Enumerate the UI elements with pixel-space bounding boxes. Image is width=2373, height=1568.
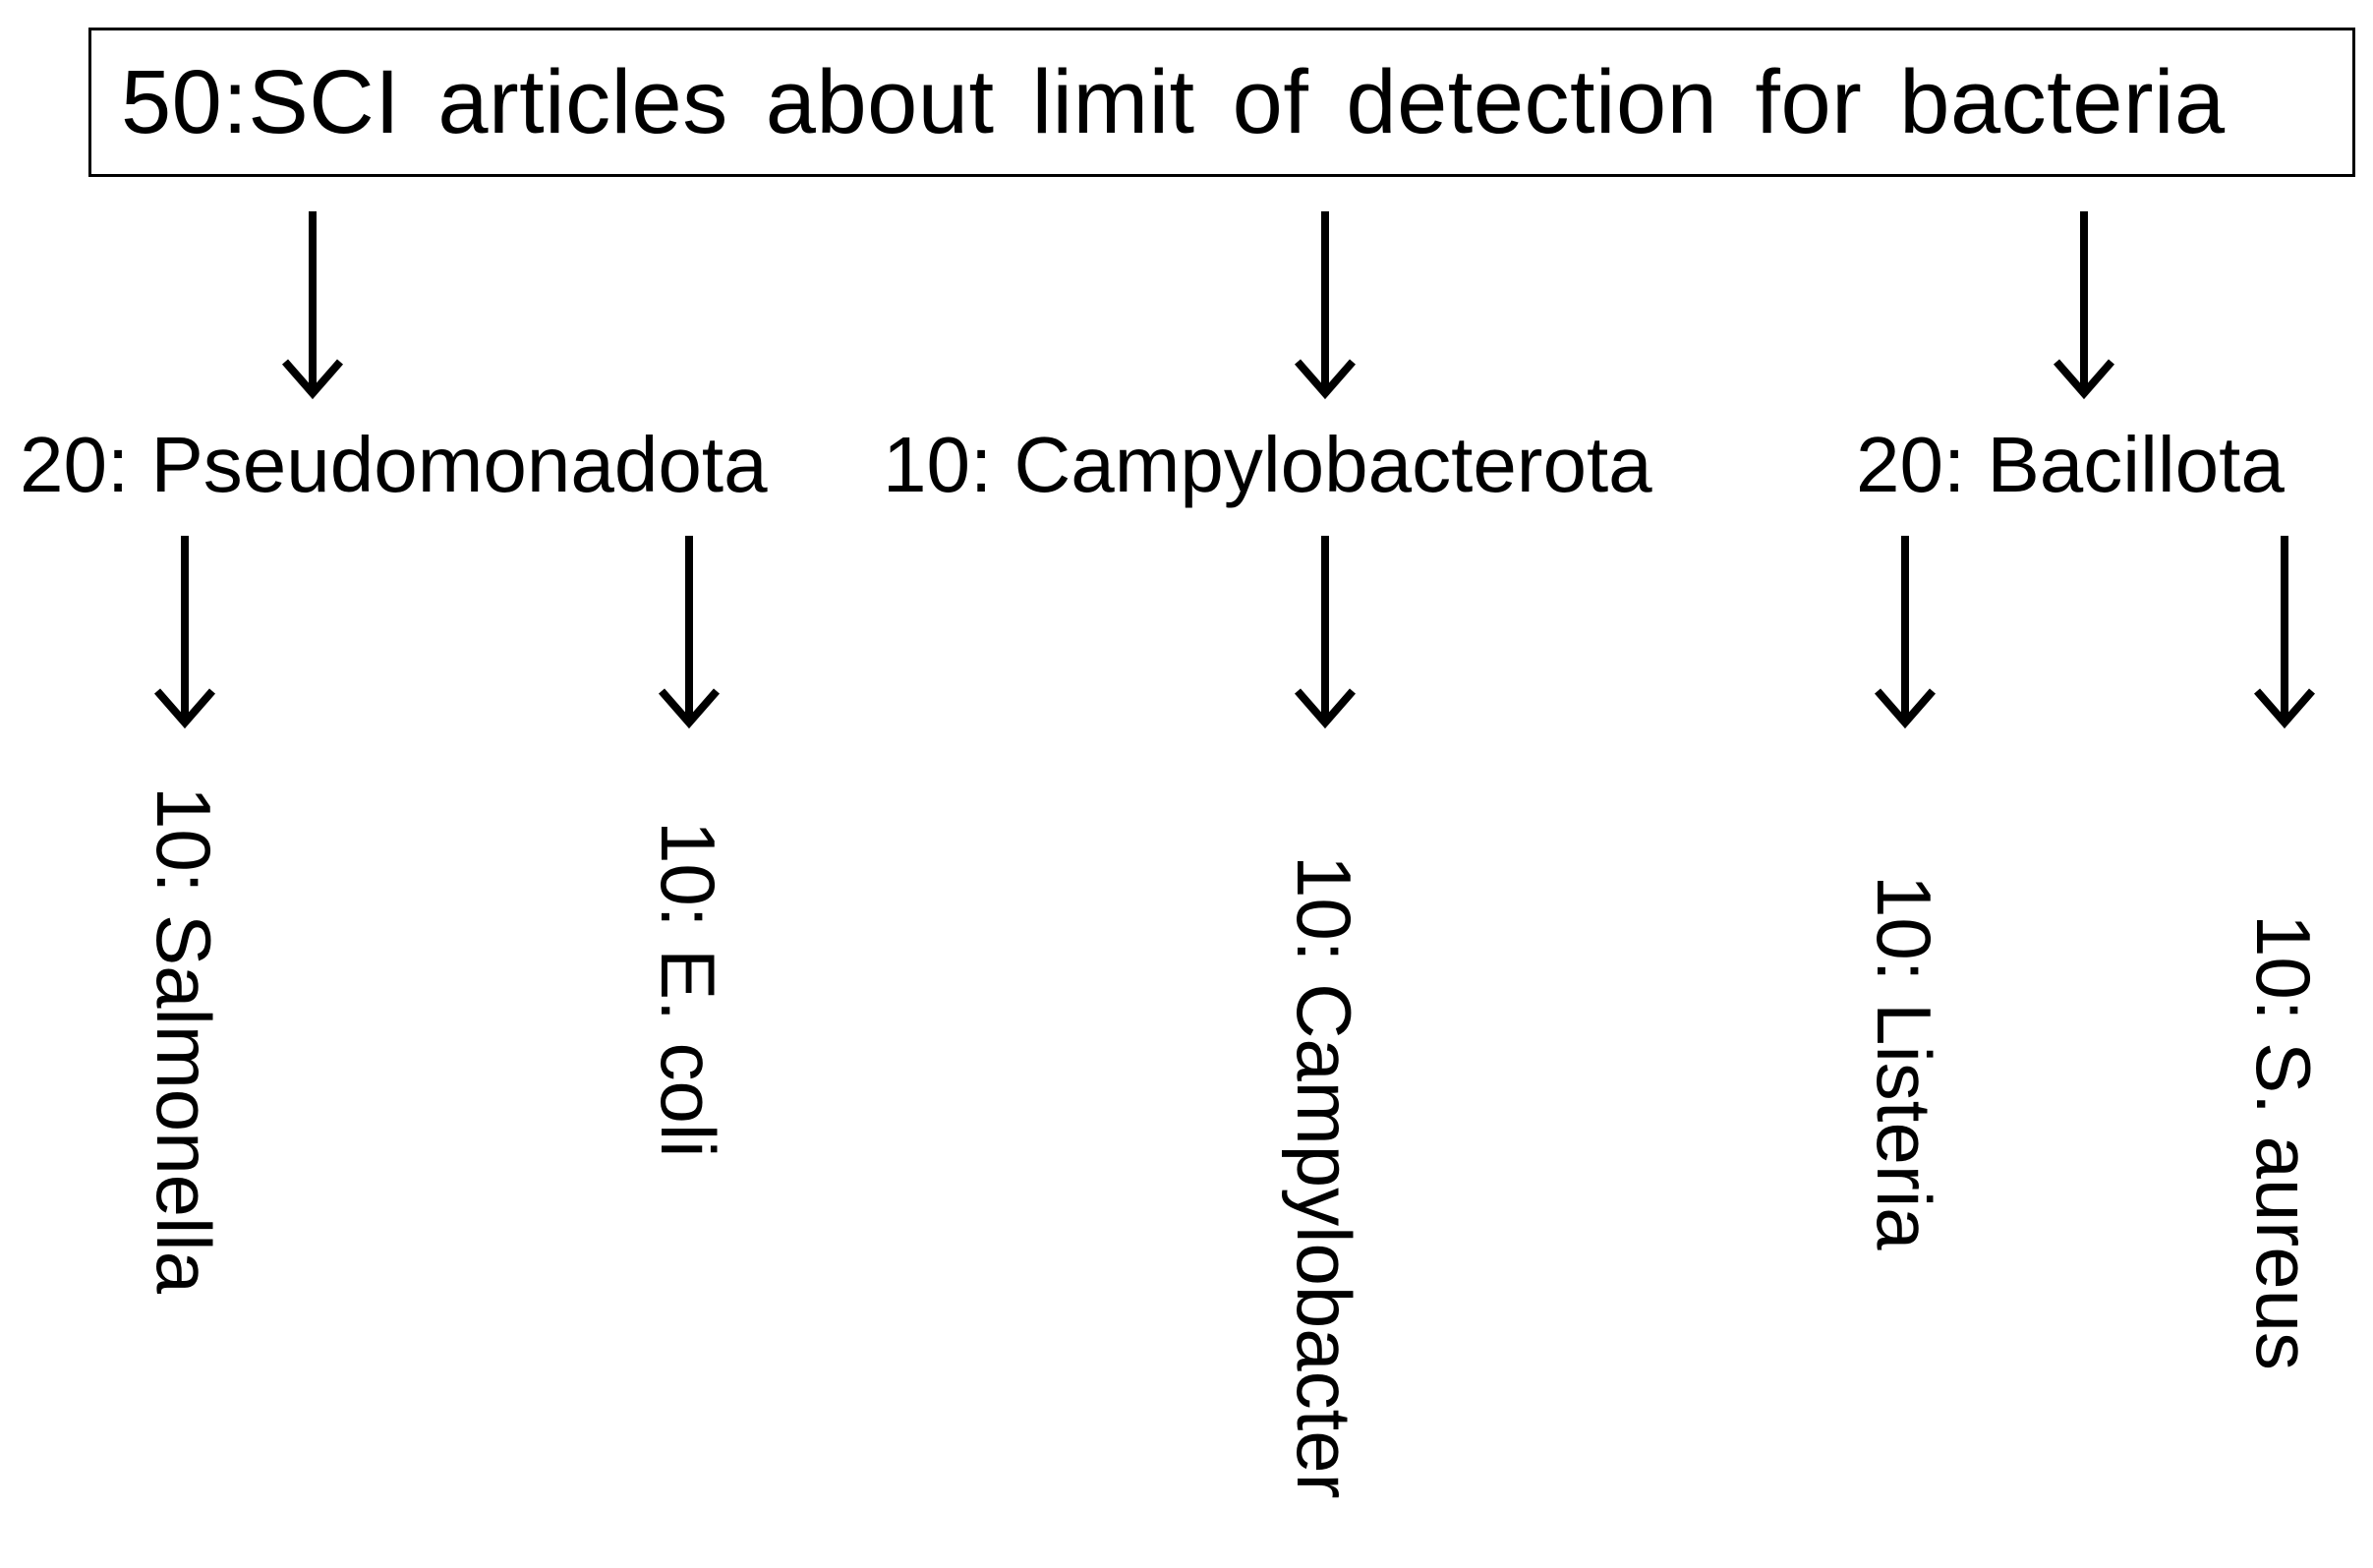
genus-label-listeria: 10: Listeria [1861, 875, 1947, 1250]
arrow-root-to-pseudomonadota [281, 211, 344, 400]
genus-label-salmonella: 10: Salmonella [141, 786, 227, 1294]
arrow-pseudomonadota-to-salmonella [153, 536, 216, 729]
phylum-node-pseudomonadota: 20: Pseudomonadota [20, 418, 768, 512]
genus-label-s-aureus: 10: S. aureus [2240, 914, 2327, 1370]
phylum-node-campylobacterota: 10: Campylobacterota [883, 418, 1652, 512]
genus-label-campylobacter: 10: Campylobacter [1281, 855, 1367, 1499]
genus-node-campylobacter: 10: Campylobacter [1280, 855, 1368, 1499]
genus-label-e-coli: 10: E. coli [645, 821, 731, 1158]
root-node: 50:SCI articles about limit of detection… [88, 28, 2355, 177]
arrow-root-to-campylobacterota [1294, 211, 1357, 400]
arrow-root-to-bacillota [2053, 211, 2115, 400]
genus-node-listeria: 10: Listeria [1860, 875, 1948, 1250]
phylum-label-pseudomonadota: 20: Pseudomonadota [20, 421, 768, 508]
genus-node-e-coli: 10: E. coli [644, 821, 732, 1158]
phylum-label-bacillota: 20: Bacillota [1856, 421, 2285, 508]
genus-node-s-aureus: 10: S. aureus [2239, 914, 2328, 1370]
phylum-label-campylobacterota: 10: Campylobacterota [883, 421, 1652, 508]
phylum-node-bacillota: 20: Bacillota [1856, 418, 2285, 512]
root-node-label: 50:SCI articles about limit of detection… [121, 51, 2226, 152]
genus-node-salmonella: 10: Salmonella [140, 786, 228, 1294]
arrow-campylobacterota-to-campylobacter [1294, 536, 1357, 729]
arrow-bacillota-to-s-aureus [2253, 536, 2316, 729]
arrow-pseudomonadota-to-e-coli [658, 536, 721, 729]
arrow-bacillota-to-listeria [1874, 536, 1937, 729]
